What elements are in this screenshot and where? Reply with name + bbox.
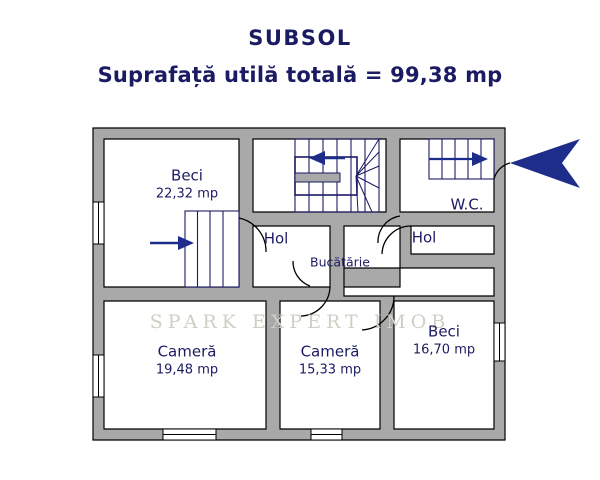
room-label-camera-left-name: Cameră bbox=[158, 343, 217, 361]
room-label-beci-top-left-name: Beci bbox=[171, 167, 203, 185]
room-label-beci-top-left-area: 22,32 mp bbox=[156, 187, 218, 202]
room-label-beci-bottom-right-name: Beci bbox=[428, 323, 460, 341]
total-area-label: Suprafață utilă totală = 99,38 mp bbox=[97, 63, 503, 87]
title-block: SUBSOL Suprafață utilă totală = 99,38 mp bbox=[0, 24, 600, 90]
room-label-hol-right-name: Hol bbox=[412, 229, 437, 247]
room-label-hol-left-name: Hol bbox=[264, 230, 289, 248]
watermark: SPARK EXPERT IMOB bbox=[150, 311, 451, 333]
stair-winder-center bbox=[294, 138, 380, 213]
stair-left-beci bbox=[150, 210, 240, 288]
room-labels: Beci 22,32 mp Hol Bucătărie W.C. Hol Cam… bbox=[156, 167, 484, 378]
windows bbox=[92, 201, 506, 441]
room-label-beci-bottom-right-area: 16,70 mp bbox=[413, 343, 475, 358]
stair-entry-right bbox=[428, 138, 495, 180]
room-label-camera-middle-name: Cameră bbox=[301, 343, 360, 361]
room-label-camera-left-area: 19,48 mp bbox=[156, 363, 218, 378]
page-title: SUBSOL bbox=[248, 26, 352, 50]
entrance-arrow bbox=[510, 139, 580, 188]
doors bbox=[238, 162, 511, 331]
room-label-camera-middle-area: 15,33 mp bbox=[299, 363, 361, 378]
room-label-wc-name: W.C. bbox=[450, 196, 483, 214]
room-label-bucatarie-name: Bucătărie bbox=[310, 255, 370, 270]
